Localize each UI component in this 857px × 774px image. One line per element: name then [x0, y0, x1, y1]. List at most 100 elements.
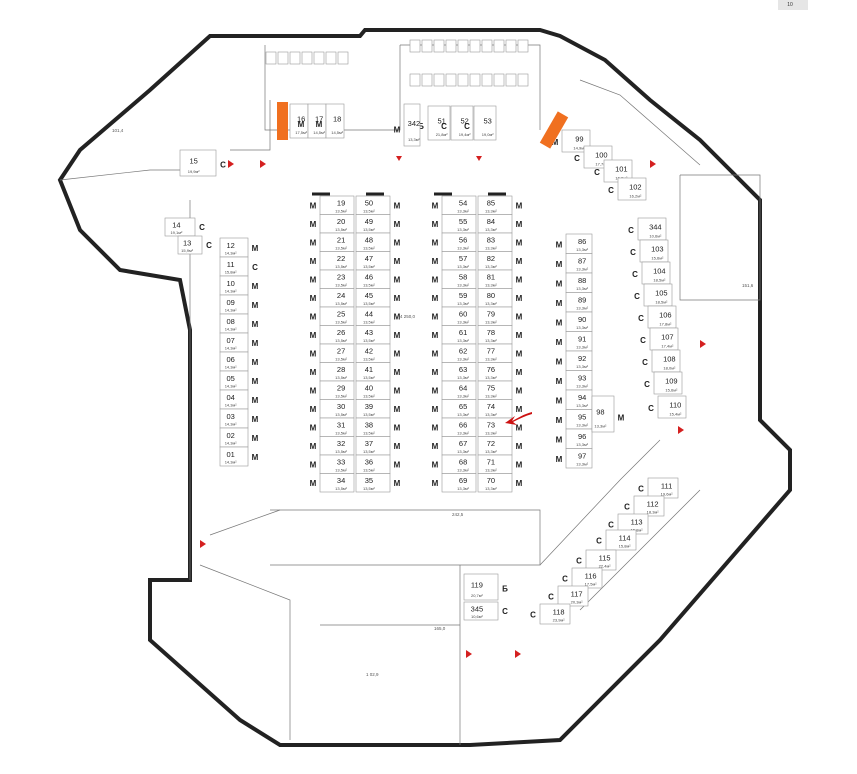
highlight-spot-99[interactable]	[539, 111, 569, 149]
highlight-spot-16[interactable]	[277, 102, 288, 140]
